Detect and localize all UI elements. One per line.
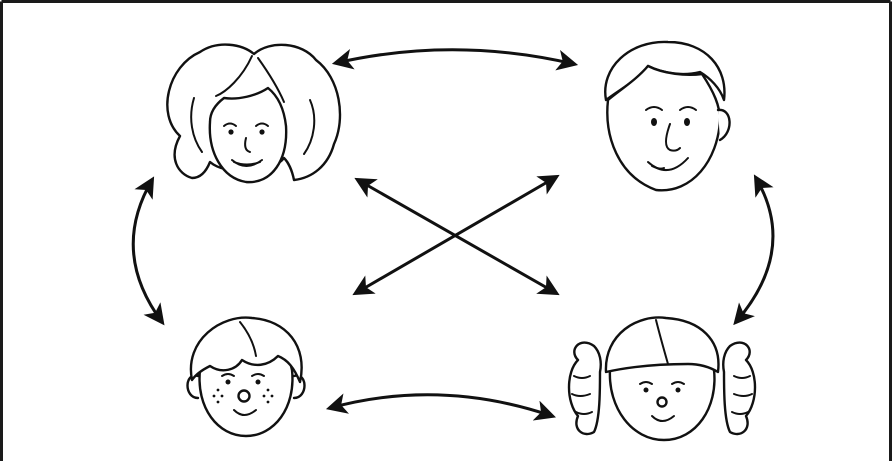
arrow-father-son bbox=[352, 174, 560, 296]
girl-face-icon bbox=[567, 316, 757, 442]
arrow-mother-son bbox=[131, 176, 165, 326]
arrow-son-daughter bbox=[325, 393, 556, 421]
arrow-mother-father bbox=[331, 48, 579, 71]
boy-face-icon bbox=[186, 316, 306, 438]
man-face-icon bbox=[604, 40, 731, 192]
woman-face-icon bbox=[166, 43, 342, 184]
arrow-father-daughter bbox=[733, 174, 775, 326]
